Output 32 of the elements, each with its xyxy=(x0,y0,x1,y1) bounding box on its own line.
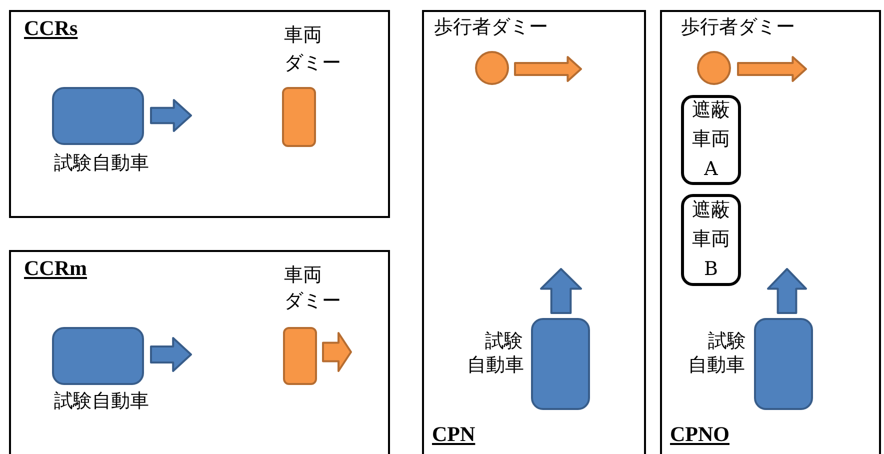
object-label: 自動車 xyxy=(688,354,745,378)
scenario-panel xyxy=(422,10,646,454)
scenario-panel xyxy=(660,10,881,454)
object-label: 歩行者ダミー xyxy=(681,16,795,40)
object-label: 歩行者ダミー xyxy=(434,16,548,40)
occluding-vehicle xyxy=(681,194,741,286)
test-vehicle xyxy=(754,318,813,410)
vehicle-label: 遮蔽車両B xyxy=(692,198,730,282)
vehicle-label: 遮蔽車両A xyxy=(692,98,730,182)
vehicle-dummy xyxy=(282,87,316,147)
scenario-panel xyxy=(9,250,390,454)
scenario-heading: CPNO xyxy=(670,424,730,445)
vehicle-dummy xyxy=(283,327,317,385)
test-vehicle xyxy=(52,327,144,385)
pedestrian-dummy xyxy=(475,51,509,85)
object-label: 試験 xyxy=(708,330,746,354)
pedestrian-dummy xyxy=(697,51,731,85)
scenario-heading: CCRs xyxy=(24,18,78,39)
object-label: 車両 xyxy=(284,264,322,288)
scenario-heading: CPN xyxy=(432,424,476,445)
object-label: ダミー xyxy=(284,290,341,314)
scenario-panel xyxy=(9,10,390,218)
occluding-vehicle xyxy=(681,95,741,185)
scenario-heading: CCRm xyxy=(24,258,87,279)
object-label: 試験自動車 xyxy=(54,152,149,176)
object-label: 試験自動車 xyxy=(54,390,149,414)
object-label: ダミー xyxy=(284,52,341,76)
object-label: 試験 xyxy=(485,330,523,354)
object-label: 自動車 xyxy=(467,354,524,378)
test-vehicle xyxy=(531,318,590,410)
test-vehicle xyxy=(52,87,144,145)
object-label: 車両 xyxy=(284,24,322,48)
